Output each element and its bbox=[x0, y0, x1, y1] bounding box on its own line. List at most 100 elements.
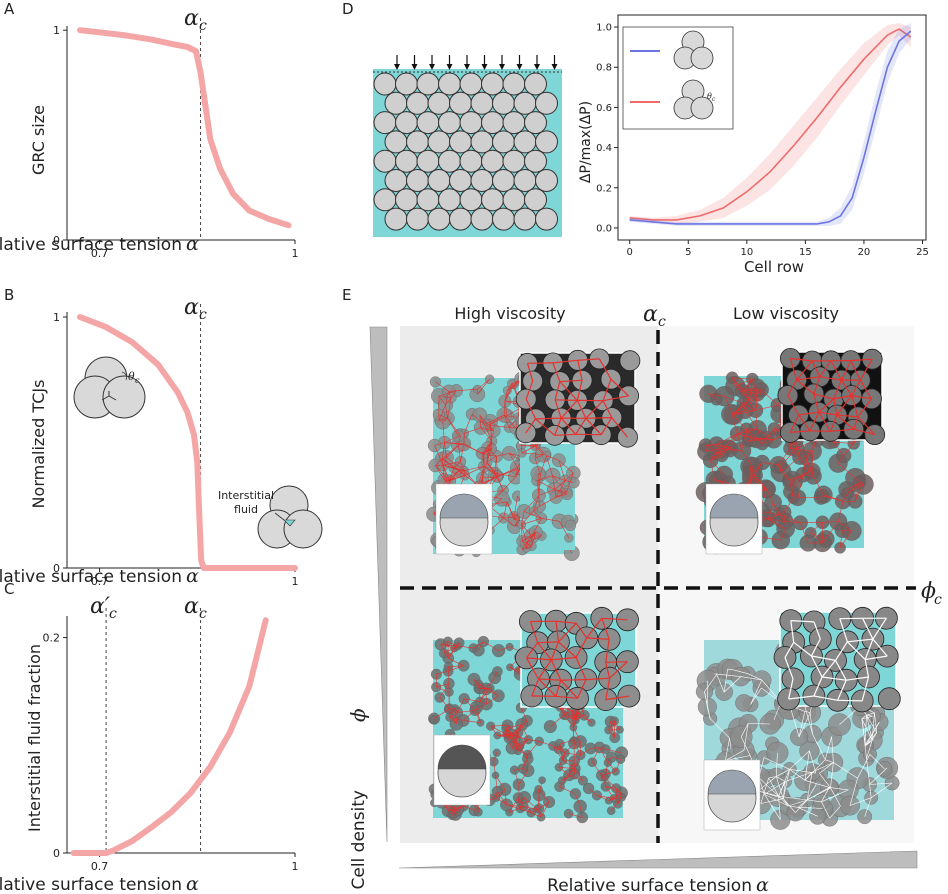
zoom-edge bbox=[833, 398, 838, 416]
tissue-cell bbox=[470, 169, 494, 192]
zoom-edge bbox=[526, 642, 539, 659]
contact-edge bbox=[751, 437, 774, 441]
contact-edge bbox=[610, 720, 615, 722]
contact-edge bbox=[464, 413, 473, 434]
contact-edge bbox=[464, 698, 481, 702]
contact-edge bbox=[488, 415, 508, 426]
contact-edge bbox=[521, 445, 536, 454]
contact-edge bbox=[789, 480, 794, 499]
zoom-edge bbox=[821, 660, 836, 678]
zoom-edge bbox=[577, 360, 583, 381]
zoom-edge bbox=[787, 395, 800, 416]
contact-edge bbox=[716, 444, 723, 456]
tissue-cell bbox=[459, 149, 483, 173]
contact-edge bbox=[463, 443, 483, 454]
zoom-edge bbox=[576, 400, 587, 419]
contact-edge bbox=[445, 391, 450, 406]
contact-edge bbox=[809, 712, 813, 735]
contact-edge bbox=[480, 427, 493, 442]
panel-e-ylabel-symbol: ϕ bbox=[346, 708, 370, 722]
contact-edge bbox=[790, 448, 813, 452]
contact-edge bbox=[479, 687, 487, 690]
contact-edge bbox=[746, 428, 758, 430]
contact-edge bbox=[482, 476, 498, 479]
contact-edge bbox=[754, 462, 763, 476]
tissue-cell bbox=[524, 111, 547, 135]
contact-edge bbox=[453, 809, 458, 813]
contact-edge bbox=[742, 387, 757, 392]
tissue-cell bbox=[438, 149, 461, 173]
column-critical-label: α bbox=[643, 302, 658, 327]
x-tick-label: 10 bbox=[740, 247, 753, 258]
contact-edge bbox=[780, 528, 786, 541]
contact-edge bbox=[767, 512, 784, 520]
tissue-cell bbox=[373, 111, 397, 135]
contact-edge bbox=[705, 445, 707, 452]
contact-edge bbox=[496, 453, 510, 457]
contact-edge bbox=[521, 510, 534, 525]
zoom-edge bbox=[790, 430, 811, 433]
contact-edge bbox=[559, 744, 564, 761]
contact-edge bbox=[521, 524, 533, 537]
contact-edge bbox=[541, 518, 560, 522]
contact-edge bbox=[457, 698, 465, 713]
contact-edge bbox=[716, 433, 738, 445]
contact-edge bbox=[568, 813, 583, 818]
contact-edge bbox=[438, 420, 443, 422]
contact-edge bbox=[497, 735, 511, 739]
zoom-edge bbox=[850, 360, 861, 381]
tissue-cell bbox=[384, 130, 408, 154]
zoom-edge bbox=[552, 362, 561, 382]
contact-edge bbox=[486, 448, 493, 463]
contact-edge bbox=[489, 517, 504, 531]
panel-d-letter: D bbox=[342, 0, 354, 18]
column-label-low-viscosity: Low viscosity bbox=[733, 304, 839, 323]
x-tick-label: 25 bbox=[916, 247, 929, 258]
contact-edge bbox=[562, 752, 566, 761]
contact-edge bbox=[604, 762, 609, 778]
contact-edge bbox=[614, 720, 621, 730]
contact-edge bbox=[737, 433, 743, 451]
contact-edge bbox=[488, 430, 495, 449]
contact-edge bbox=[524, 797, 532, 813]
panel-e-ylabel: Cell density bbox=[349, 790, 369, 890]
contact-edge bbox=[783, 769, 790, 799]
arrow-head bbox=[411, 64, 418, 70]
contact-edge bbox=[865, 721, 880, 746]
contact-edge bbox=[507, 725, 519, 734]
zoom-edge bbox=[525, 418, 536, 434]
zoom-edge bbox=[830, 414, 838, 432]
contact-edge bbox=[725, 749, 745, 761]
contact-edge bbox=[563, 760, 575, 769]
zoom-edge bbox=[813, 393, 834, 400]
panel-c-letter: C bbox=[4, 580, 14, 598]
contact-edge bbox=[550, 714, 565, 727]
contact-edge bbox=[505, 725, 508, 735]
contact-edge bbox=[459, 470, 466, 476]
contact-edge bbox=[473, 679, 480, 690]
contact-edge bbox=[442, 444, 459, 460]
contact-edge bbox=[751, 466, 754, 475]
contact-edge bbox=[590, 747, 600, 749]
contact-edge bbox=[825, 759, 834, 763]
contact-edge bbox=[441, 442, 445, 460]
zoom-edge bbox=[602, 378, 612, 401]
contact-edge bbox=[443, 641, 449, 654]
contact-edge bbox=[536, 480, 555, 490]
tissue-cell bbox=[513, 91, 537, 115]
contact-edge bbox=[517, 739, 529, 752]
contact-edge bbox=[735, 378, 753, 387]
contact-edge bbox=[438, 395, 452, 398]
contact-edge bbox=[714, 479, 719, 481]
contact-edge bbox=[446, 470, 461, 482]
tissue-cell bbox=[492, 207, 515, 231]
contact-edge bbox=[799, 457, 809, 472]
zoom-edge bbox=[813, 376, 821, 395]
y-tick-label: 0.8 bbox=[596, 63, 612, 74]
contact-edge bbox=[874, 712, 877, 733]
contact-edge bbox=[731, 410, 746, 415]
zoom-edge bbox=[853, 428, 875, 436]
zoom-edge bbox=[601, 617, 628, 621]
contact-edge bbox=[761, 428, 775, 444]
